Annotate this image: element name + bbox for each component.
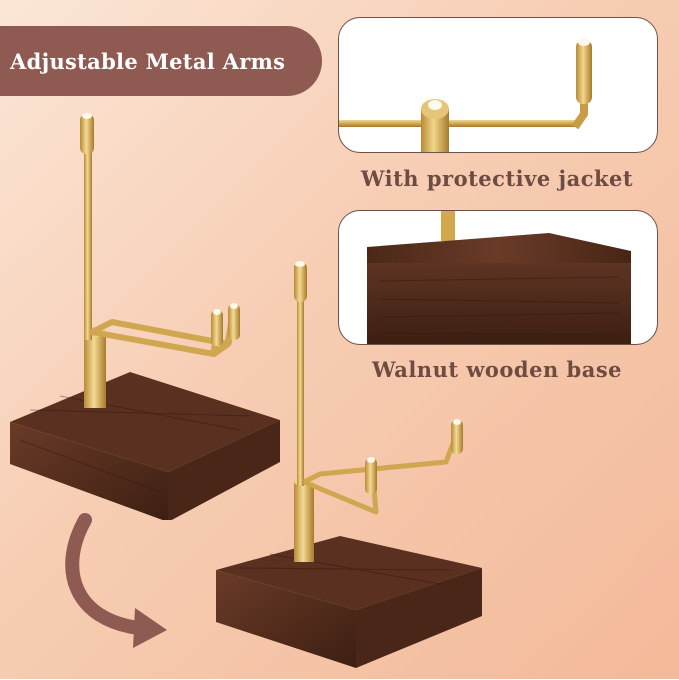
feature-badge: Adjustable Metal Arms xyxy=(0,26,322,96)
jacket-detail-panel xyxy=(338,17,658,153)
base-detail-panel xyxy=(338,210,658,345)
jacket-caption: With protective jacket xyxy=(360,166,634,191)
badge-label: Adjustable Metal Arms xyxy=(10,48,286,74)
stand-right xyxy=(216,261,482,668)
base-caption: Walnut wooden base xyxy=(371,357,623,382)
curved-arrow-icon xyxy=(65,513,167,648)
stand-left xyxy=(10,113,280,520)
base-detail-image xyxy=(367,211,631,344)
jacket-detail-image xyxy=(339,38,592,152)
